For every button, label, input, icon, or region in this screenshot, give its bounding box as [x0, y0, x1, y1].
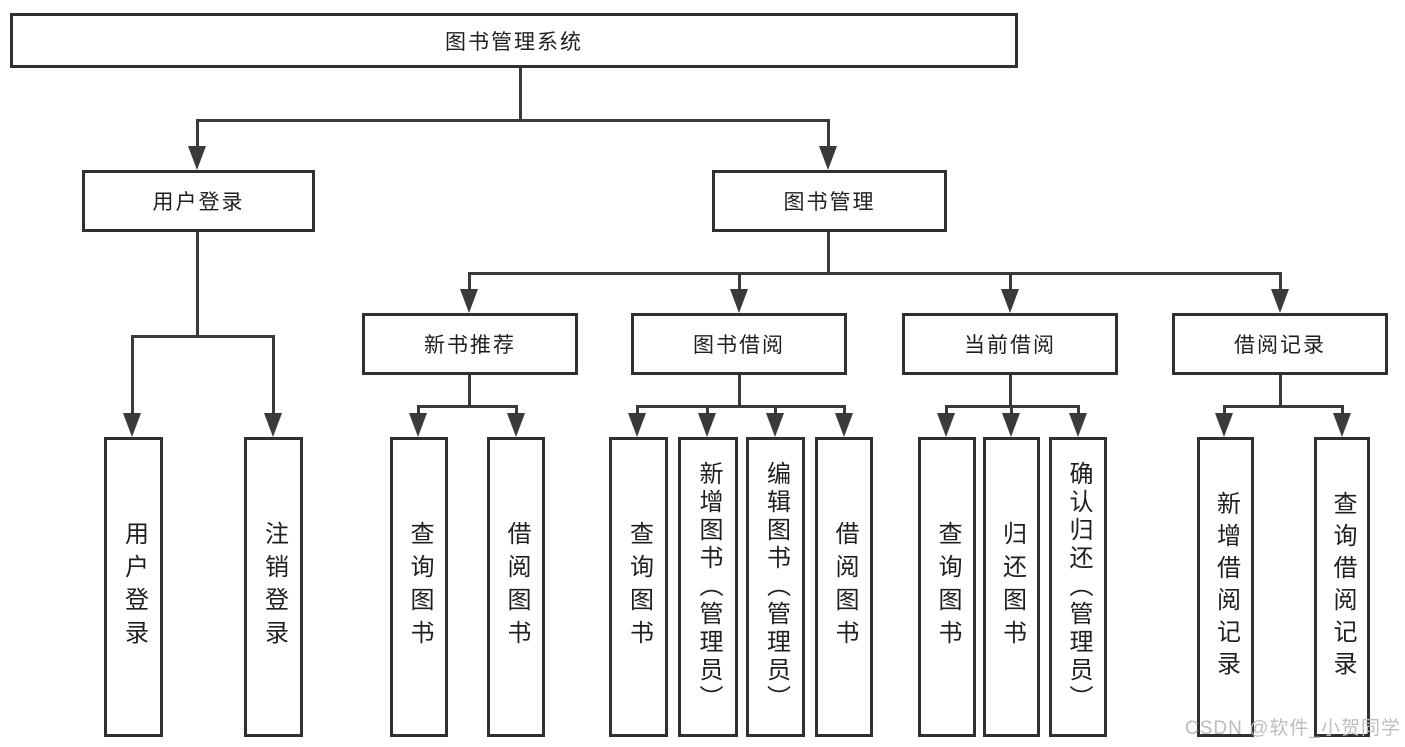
connector-line	[774, 405, 777, 417]
csdn-watermark: CSDN @软件_小贺同学	[1185, 718, 1401, 739]
arrowhead-icon	[819, 146, 837, 170]
connector-line	[1341, 405, 1344, 417]
arrowhead-icon	[1069, 413, 1087, 437]
connector-line	[468, 375, 471, 406]
node-label: 图书借阅	[693, 334, 785, 357]
node-leaf-return-book: 归还图书	[983, 437, 1040, 737]
node-borrowing-records: 借阅记录	[1172, 313, 1388, 375]
node-label: 图书管理	[783, 191, 876, 214]
arrowhead-icon	[409, 413, 427, 437]
connector-line	[1077, 405, 1080, 417]
node-book-borrowing: 图书借阅	[631, 313, 847, 375]
connector-line	[1009, 272, 1012, 294]
node-label: 编辑图书（管理员）	[762, 461, 790, 713]
node-label: 借阅记录	[1234, 334, 1326, 357]
node-label: 新增图书（管理员）	[695, 461, 722, 713]
connector-line	[843, 405, 846, 417]
connector-line	[417, 405, 420, 417]
arrowhead-icon	[1333, 413, 1351, 437]
connector-line	[1010, 405, 1013, 417]
node-label: 用户登录	[120, 521, 148, 653]
node-label: 查询借阅记录	[1329, 491, 1356, 683]
node-library-management-system: 图书管理系统	[10, 13, 1018, 68]
connector-line	[1279, 375, 1282, 406]
connector-line	[636, 405, 846, 408]
arrowhead-icon	[1002, 413, 1020, 437]
arrowhead-icon	[460, 289, 478, 313]
node-label: 新书推荐	[424, 334, 516, 357]
connector-line	[519, 68, 522, 120]
arrowhead-icon	[937, 413, 955, 437]
connector-line	[1223, 405, 1344, 408]
node-new-book-recommend: 新书推荐	[362, 313, 578, 375]
node-leaf-user-login: 用户登录	[104, 437, 163, 737]
node-label: 新增借阅记录	[1212, 491, 1240, 683]
node-leaf-confirm-return-admin: 确认归还（管理员）	[1049, 437, 1107, 737]
arrowhead-icon	[698, 413, 716, 437]
connector-line	[272, 335, 275, 417]
node-book-management: 图书管理	[712, 170, 947, 232]
arrowhead-icon	[628, 413, 646, 437]
connector-line	[1223, 405, 1226, 417]
connector-line	[827, 232, 830, 273]
connector-line	[827, 119, 830, 151]
node-leaf-query-book-current: 查询图书	[918, 437, 976, 737]
connector-line	[468, 272, 1282, 275]
connector-line	[706, 405, 709, 417]
arrowhead-icon	[507, 413, 525, 437]
connector-line	[196, 119, 199, 151]
connector-line	[417, 405, 518, 408]
node-label: 注销登录	[260, 521, 288, 653]
connector-line	[636, 405, 639, 417]
node-leaf-edit-book-admin: 编辑图书（管理员）	[746, 437, 805, 737]
arrowhead-icon	[730, 289, 748, 313]
node-label: 归还图书	[998, 521, 1026, 653]
node-label: 图书管理系统	[445, 30, 583, 54]
node-leaf-borrow-book: 借阅图书	[815, 437, 873, 737]
node-leaf-add-borrow-record: 新增借阅记录	[1197, 437, 1254, 737]
arrowhead-icon	[1215, 413, 1233, 437]
arrowhead-icon	[188, 146, 206, 170]
arrowhead-icon	[1271, 289, 1289, 313]
node-label: 确认归还（管理员）	[1065, 461, 1092, 713]
connector-line	[196, 119, 830, 122]
connector-line	[131, 335, 275, 338]
node-label: 当前借阅	[964, 334, 1056, 357]
arrowhead-icon	[835, 413, 853, 437]
node-label: 查询图书	[625, 521, 653, 653]
node-leaf-logout: 注销登录	[244, 437, 303, 737]
connector-line	[738, 375, 741, 406]
connector-line	[1279, 272, 1282, 294]
connector-line	[468, 272, 471, 294]
connector-line	[738, 272, 741, 294]
connector-line	[1009, 375, 1012, 406]
node-label: 用户登录	[152, 191, 245, 214]
connector-line	[131, 335, 134, 417]
connector-line	[515, 405, 518, 417]
node-label: 借阅图书	[831, 521, 858, 653]
node-leaf-add-book-admin: 新增图书（管理员）	[678, 437, 738, 737]
arrowhead-icon	[123, 413, 141, 437]
connector-line	[196, 232, 199, 336]
node-leaf-query-borrow-record: 查询借阅记录	[1314, 437, 1370, 737]
node-label: 查询图书	[934, 521, 961, 653]
arrowhead-icon	[766, 413, 784, 437]
node-current-borrowing: 当前借阅	[902, 313, 1118, 375]
node-leaf-query-book-recommend: 查询图书	[390, 437, 448, 737]
node-leaf-query-book-borrowing: 查询图书	[609, 437, 668, 737]
arrowhead-icon	[1001, 289, 1019, 313]
connector-line	[945, 405, 948, 417]
node-leaf-borrow-book-recommend: 借阅图书	[487, 437, 545, 737]
node-label: 查询图书	[406, 521, 433, 653]
arrowhead-icon	[264, 413, 282, 437]
node-user-login: 用户登录	[82, 170, 315, 232]
node-label: 借阅图书	[503, 521, 530, 653]
